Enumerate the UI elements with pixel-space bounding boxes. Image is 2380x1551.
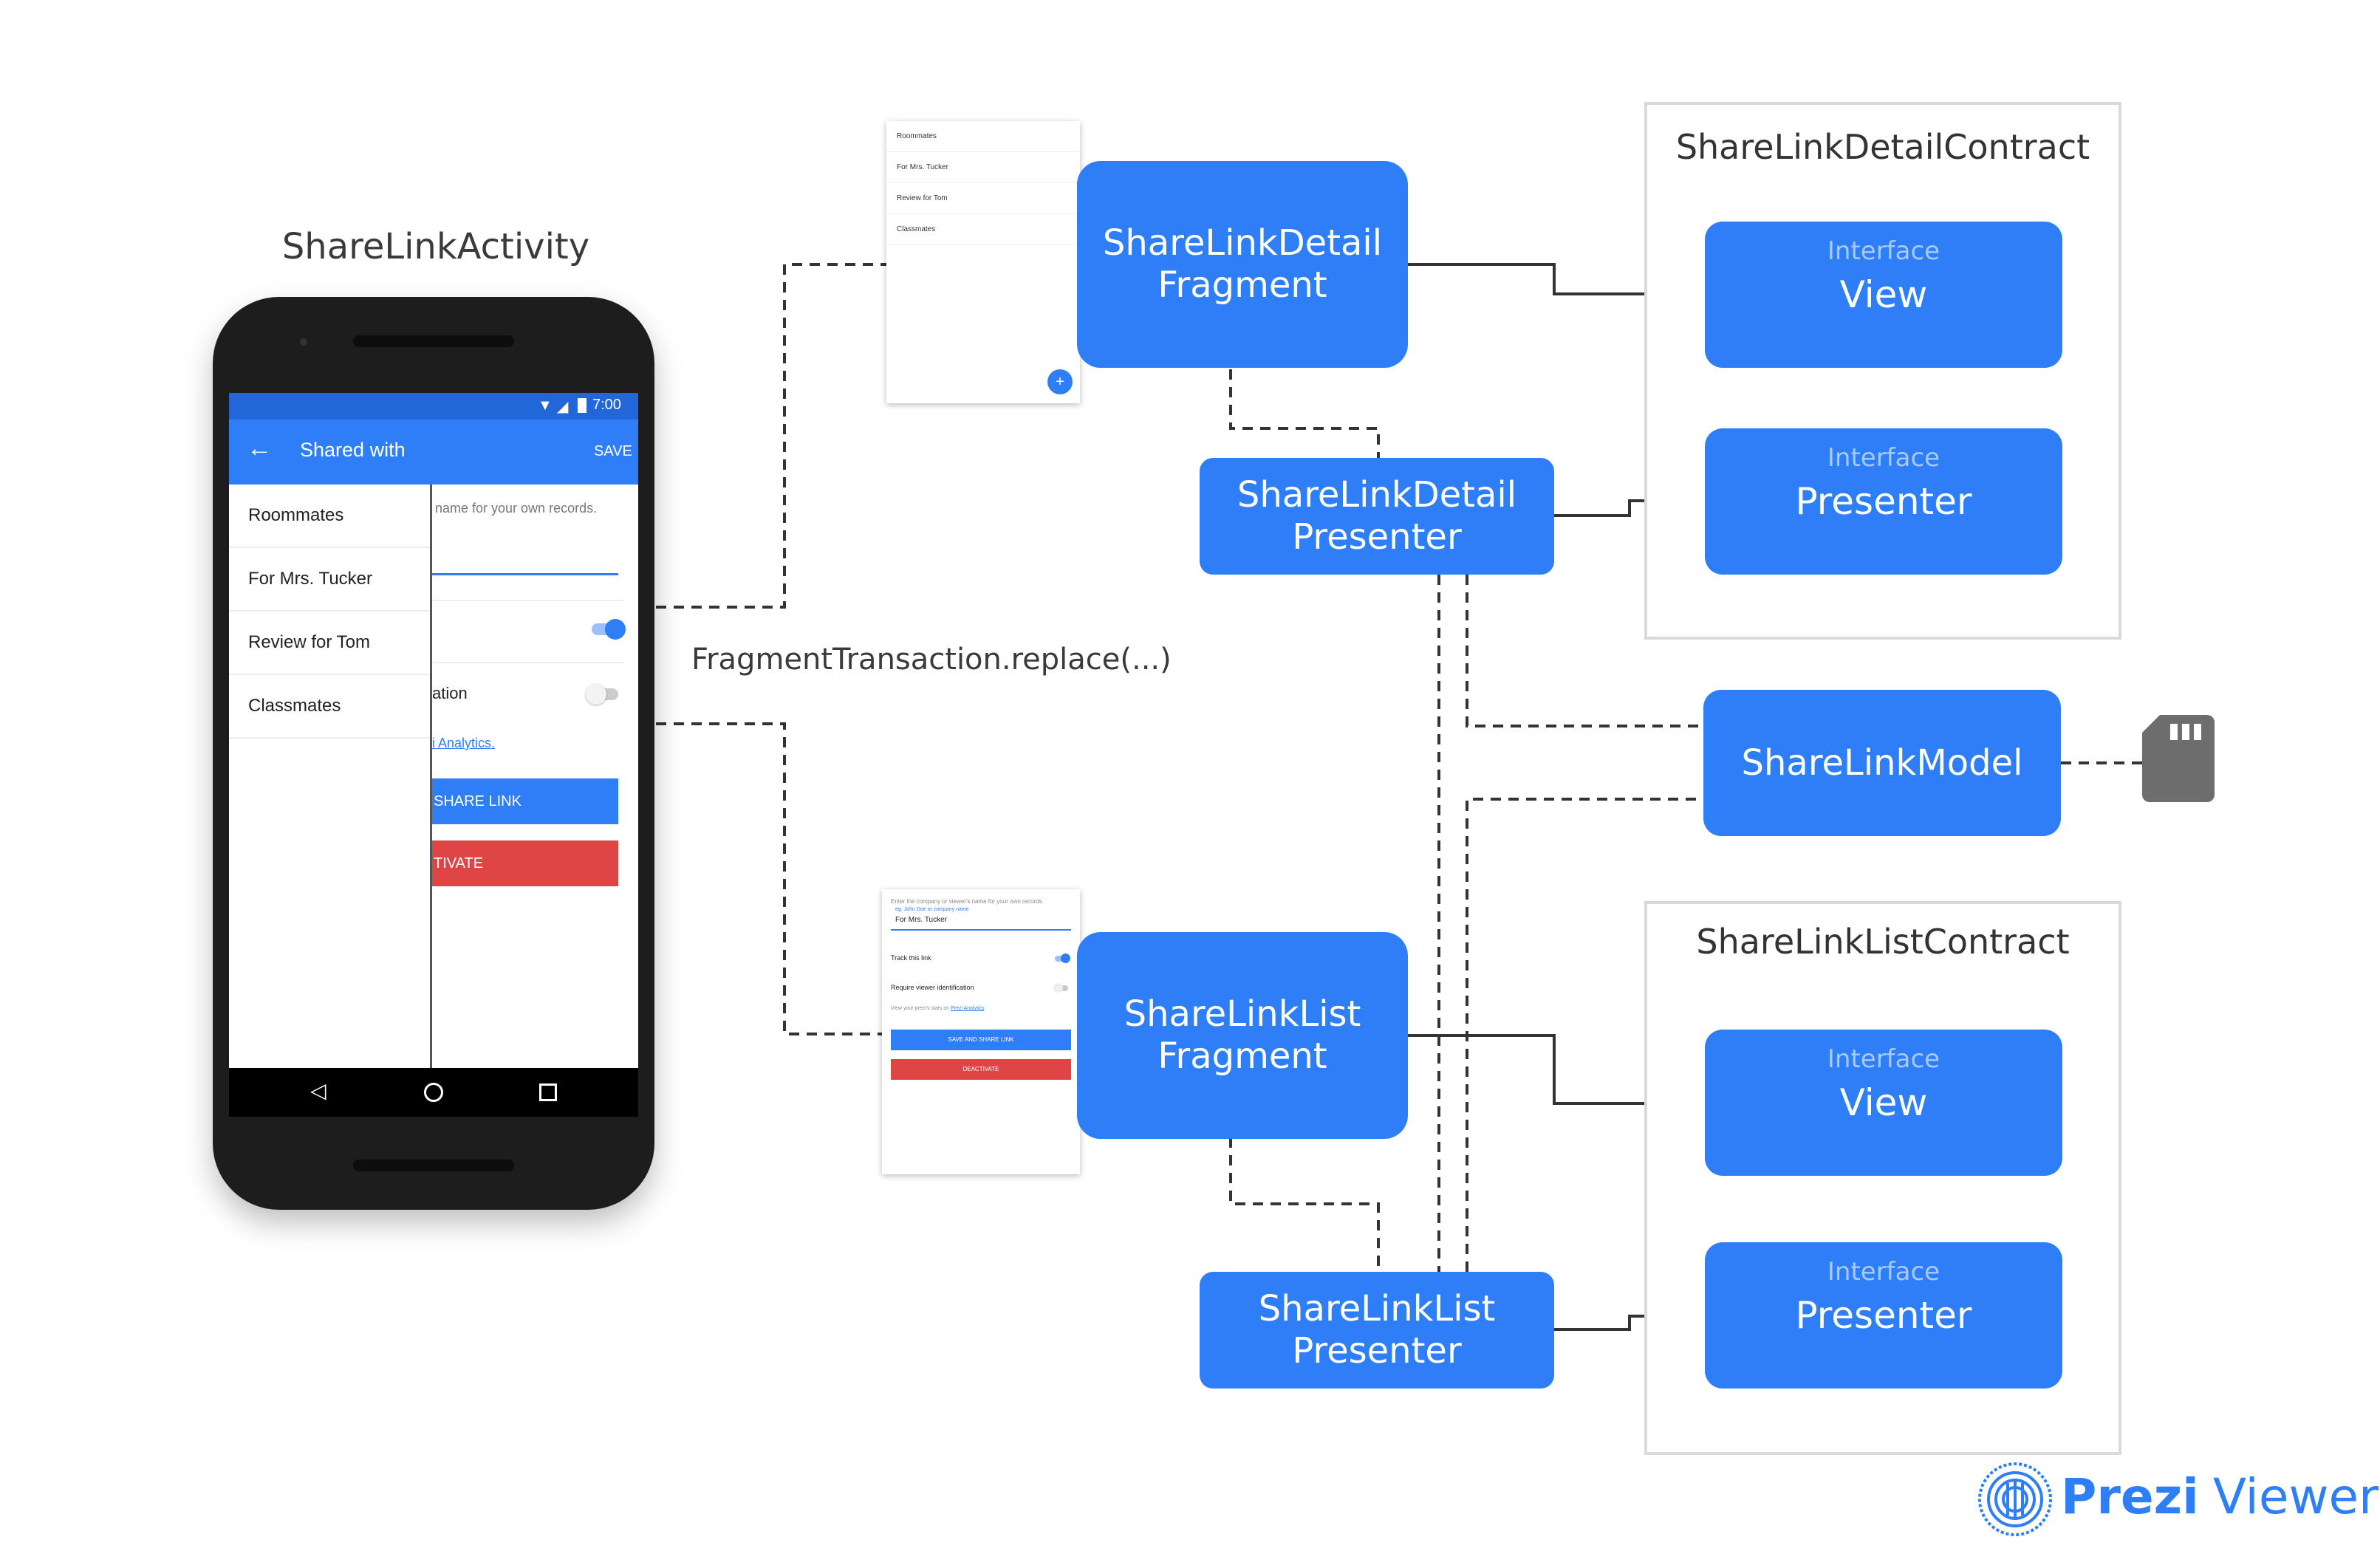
bottom-speaker xyxy=(353,1160,514,1171)
value-field[interactable]: For Mrs. Tucker xyxy=(895,916,948,924)
activity-label: ShareLinkActivity xyxy=(281,226,590,267)
list-item: For Mrs. Tucker xyxy=(886,152,1080,183)
track-toggle[interactable] xyxy=(1055,953,1070,963)
stats-text: View your prezi's stats on Prezi Analyti… xyxy=(891,1006,985,1011)
navigation-drawer: Roommates For Mrs. Tucker Review for Tom… xyxy=(229,485,432,1068)
list-view-interface: Interface View xyxy=(1705,1030,2062,1176)
system-nav-bar: ◁ xyxy=(229,1068,638,1117)
dashed-connector xyxy=(1229,369,1380,458)
list-item: Classmates xyxy=(886,214,1080,245)
placeholder-text: eg. John Doe or company name xyxy=(895,907,969,912)
phone-device: ▼ ◢ 7:00 ← Shared with SAVE name for you… xyxy=(213,297,654,1210)
drawer-item[interactable]: For Mrs. Tucker xyxy=(229,548,430,612)
list-contract-title: ShareLinkListContract xyxy=(1696,922,2070,962)
analytics-link[interactable]: i Analytics. xyxy=(432,736,496,750)
hint-text: Enter the company or viewer's name for y… xyxy=(891,898,1044,905)
nav-home-icon[interactable] xyxy=(424,1083,443,1102)
dashed-connector xyxy=(656,722,882,1035)
status-time: 7:00 xyxy=(592,397,621,413)
track-label: Track this link xyxy=(891,954,931,962)
detail-fragment-box: ShareLinkDetail Fragment xyxy=(1077,161,1408,368)
appbar-title: Shared with xyxy=(300,439,406,461)
list-contract: ShareLinkListContract Interface View Int… xyxy=(1644,901,2121,1455)
dashed-connector xyxy=(1229,1137,1380,1272)
deactivate-button[interactable]: TIVATE xyxy=(432,840,618,886)
detail-presenter-interface: Interface Presenter xyxy=(1705,428,2062,575)
share-link-button[interactable]: SHARE LINK xyxy=(432,778,618,824)
fab-button[interactable]: + xyxy=(1047,369,1073,394)
implements-connector xyxy=(1408,1034,1671,1105)
drawer-item[interactable]: Roommates xyxy=(229,485,430,548)
require-toggle[interactable] xyxy=(1053,983,1068,993)
arrow-back-icon[interactable]: ← xyxy=(247,434,272,462)
list-presenter-interface: Interface Presenter xyxy=(1705,1242,2062,1389)
phone-screen: ▼ ◢ 7:00 ← Shared with SAVE name for you… xyxy=(229,393,638,1117)
top-speaker xyxy=(353,335,514,347)
dashed-connector xyxy=(1466,798,1703,1272)
track-toggle[interactable] xyxy=(592,619,626,640)
require-toggle[interactable] xyxy=(586,684,618,705)
drawer-item[interactable]: Review for Tom xyxy=(229,612,430,675)
transaction-label: FragmentTransaction.replace(...) xyxy=(691,643,1172,677)
deactivate-button-label: TIVATE xyxy=(434,855,484,872)
brand-name: Prezi Viewer xyxy=(2061,1468,2379,1525)
app-bar: ← Shared with SAVE xyxy=(229,420,638,485)
brand-viewer: Viewer xyxy=(2212,1468,2379,1525)
model-box: ShareLinkModel xyxy=(1703,690,2061,836)
prezi-logo-icon xyxy=(1978,1462,2052,1536)
hint-text: name for your own records. xyxy=(435,501,598,516)
signal-icon: ◢ xyxy=(557,399,569,415)
list-fragment-preview: Enter the company or viewer's name for y… xyxy=(882,889,1080,1174)
save-button[interactable]: SAVE xyxy=(594,443,632,459)
detail-view-interface: Interface View xyxy=(1705,222,2062,368)
battery-icon xyxy=(578,398,587,413)
list-presenter-box: ShareLinkList Presenter xyxy=(1200,1272,1554,1389)
deactivate-button[interactable]: DEACTIVATE xyxy=(891,1059,1071,1080)
status-bar: ▼ ◢ 7:00 xyxy=(229,393,638,420)
divider xyxy=(432,600,624,601)
sd-card-icon xyxy=(2142,715,2215,802)
divider xyxy=(432,662,624,663)
analytics-link[interactable]: Prezi Analytics xyxy=(950,1006,985,1011)
dashed-connector xyxy=(656,263,886,609)
require-label: Require viewer identification xyxy=(891,984,974,991)
list-item: Review for Tom xyxy=(886,183,1080,214)
text-field-underline xyxy=(432,573,618,575)
wifi-icon: ▼ xyxy=(538,397,553,414)
drawer-item[interactable]: Classmates xyxy=(229,675,430,739)
nav-back-icon[interactable]: ◁ xyxy=(310,1079,326,1102)
detail-contract: ShareLinkDetailContract Interface View I… xyxy=(1644,102,2121,640)
front-camera xyxy=(300,338,307,346)
brand-prezi: Prezi xyxy=(2061,1468,2199,1525)
ation-label: ation xyxy=(432,684,468,702)
dashed-connector xyxy=(1466,575,1703,727)
background-content: name for your own records. ation i Analy… xyxy=(432,485,638,1068)
list-fragment-box: ShareLinkList Fragment xyxy=(1077,932,1408,1139)
nav-recents-icon[interactable] xyxy=(539,1083,557,1101)
field-underline xyxy=(891,929,1071,931)
share-link-button-label: SHARE LINK xyxy=(434,792,522,809)
implements-connector xyxy=(1408,263,1671,295)
list-item: Roommates xyxy=(886,121,1080,152)
detail-contract-title: ShareLinkDetailContract xyxy=(1675,127,2090,167)
detail-fragment-preview: Roommates For Mrs. Tucker Review for Tom… xyxy=(886,121,1080,403)
detail-presenter-box: ShareLinkDetail Presenter xyxy=(1200,458,1554,575)
save-and-share-button[interactable]: SAVE AND SHARE LINK xyxy=(891,1030,1071,1050)
